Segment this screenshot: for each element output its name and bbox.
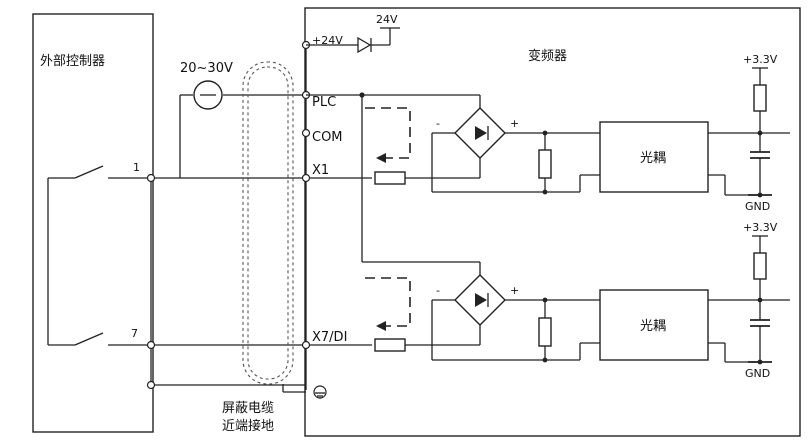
ground-icon [313, 385, 327, 399]
inverter-label: 变频器 [528, 48, 567, 64]
shielded-cable [242, 61, 306, 393]
vcc-top-label: +3.3V [743, 53, 778, 66]
current-path-top [365, 107, 411, 163]
switch-1-contact [74, 165, 104, 179]
supply-range-label: 20~30V [180, 61, 233, 76]
switch-7-contact [74, 332, 104, 346]
terminal-nodes [146, 40, 311, 390]
optocoupler-bottom [599, 289, 709, 361]
shield-label-1: 屏蔽电缆 [222, 400, 274, 416]
supply-diode [306, 27, 400, 54]
bridge-minus-bottom: - [436, 284, 440, 297]
terminal-24v-label: +24V [312, 34, 343, 47]
bridge-minus-top: - [436, 117, 440, 130]
terminal-x1-label: X1 [312, 163, 329, 178]
vcc-bottom-label: +3.3V [743, 221, 778, 234]
terminal-plc-label: PLC [312, 95, 336, 110]
optocoupler-top [599, 121, 709, 193]
pullup-resistor-top [753, 84, 767, 112]
gnd-bottom-label: GND [745, 367, 770, 380]
current-path-bottom [365, 277, 411, 331]
terminal-x7-label: X7/DI [312, 330, 347, 345]
bridge-plus-bottom: + [510, 284, 519, 297]
external-controller-box [32, 13, 154, 433]
input-resistor-top [374, 171, 406, 185]
inverter-box [304, 7, 801, 437]
channel-top [374, 67, 790, 198]
shunt-resistor-top [538, 149, 552, 179]
shield-label-2: 近端接地 [222, 418, 274, 434]
external-controller-label: 外部控制器 [40, 54, 105, 69]
pullup-resistor-bottom [753, 252, 767, 280]
optocoupler-bottom-label: 光耦 [640, 319, 666, 334]
channel-bottom [374, 235, 790, 365]
controller-wiring [47, 165, 152, 385]
plc-routing [306, 92, 481, 275]
shunt-resistor-bottom [538, 317, 552, 347]
switch-1-label: 1 [133, 161, 140, 174]
terminal-com-label: COM [312, 130, 343, 145]
supply-24v-label: 24V [376, 13, 398, 26]
bridge-plus-top: + [510, 117, 519, 130]
optocoupler-top-label: 光耦 [640, 151, 666, 166]
switch-7-label: 7 [131, 327, 138, 340]
signal-lines [151, 45, 372, 390]
input-resistor-bottom [374, 338, 406, 352]
gnd-top-label: GND [745, 200, 770, 213]
